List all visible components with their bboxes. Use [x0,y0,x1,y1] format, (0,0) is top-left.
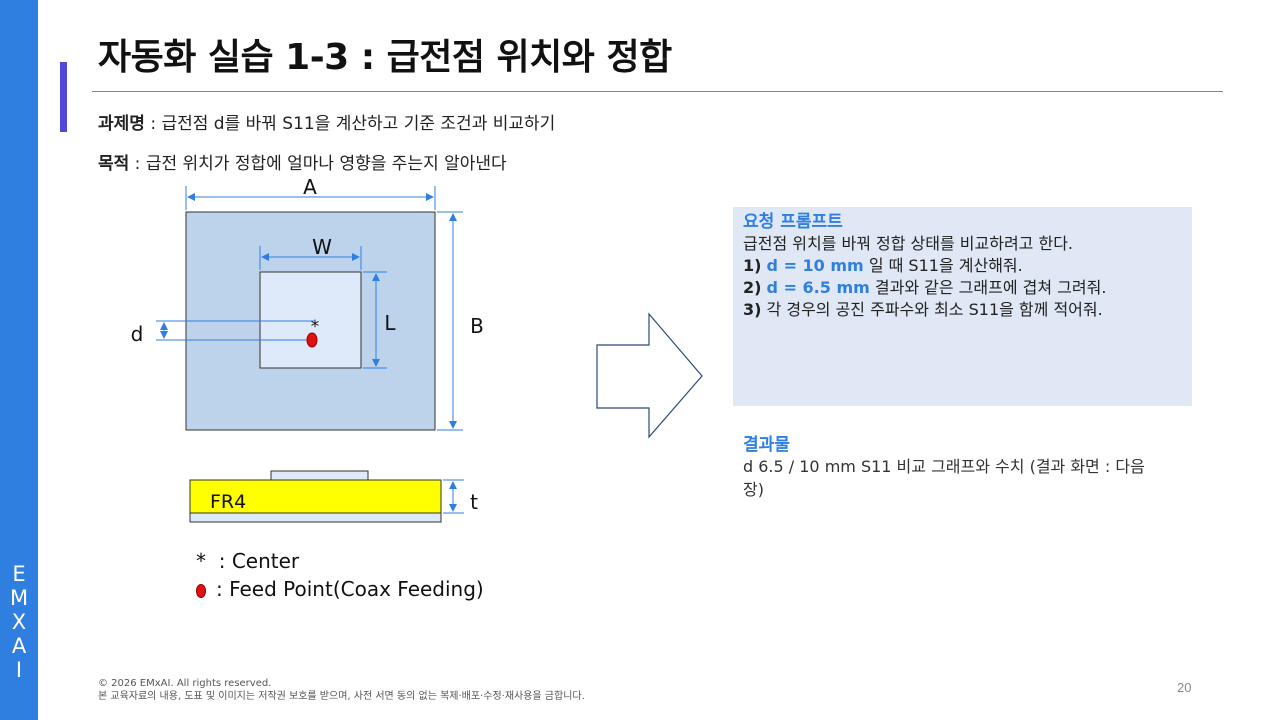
side-logo-letter: E [12,562,26,586]
prompt-item-num: 2) [743,278,762,297]
legend-center-symbol: * [196,549,206,573]
result-heading: 결과물 [743,435,790,455]
footer-copyright: © 2026 EMxAI. All rights reserved. [98,678,272,689]
footer-notice: 본 교육자료의 내용, 도표 및 이미지는 저작권 보호를 받으며, 사전 서면… [98,691,585,702]
legend-feed-text: : Feed Point(Coax Feeding) [216,577,484,601]
goal-label: 목적 [98,154,130,174]
side-logo: E M X A I [0,562,38,682]
fr4-label: FR4 [210,491,246,513]
prompt-item: 1) d = 10 mm 일 때 S11을 계산해줘. [743,255,1182,277]
prompt-item-num: 1) [743,256,762,275]
dim-d-label: d [131,322,144,346]
legend-center-text: : Center [218,549,300,573]
task-text: : 급전점 d를 바꿔 S11을 계산하고 기준 조건과 비교하기 [144,114,556,134]
prompt-item-highlight: d = 6.5 mm [766,278,870,297]
legend-feed-dot [196,583,206,598]
dim-A-label: A [303,175,317,199]
side-logo-letter: M [9,586,29,610]
side-substrate [189,479,442,514]
dim-B-label: B [470,314,484,338]
prompt-item-text: 각 경우의 공진 주파수와 최소 S11을 함께 적어줘. [761,300,1103,319]
dim-W-label: W [312,235,332,259]
prompt-heading: 요청 프롬프트 [743,212,843,232]
prompt-item-text: 결과와 같은 그래프에 겹쳐 그려줘. [869,278,1107,297]
legend-center: * : Center [196,549,299,573]
prompt-item-highlight: d = 10 mm [766,256,864,275]
page-number: 20 [1177,680,1192,695]
flow-arrow [596,312,703,439]
task-line: 과제명 : 급전점 d를 바꿔 S11을 계산하고 기준 조건과 비교하기 [98,109,555,134]
legend-feed: : Feed Point(Coax Feeding) [196,577,484,601]
goal-text: : 급전 위치가 정합에 얼마나 영향을 주는지 알아낸다 [129,154,507,174]
prompt-item: 2) d = 6.5 mm 결과와 같은 그래프에 겹쳐 그려줘. [743,277,1182,299]
prompt-intro: 급전점 위치를 바꿔 정합 상태를 비교하려고 한다. [743,234,1074,253]
side-patch [270,470,369,481]
dim-L-label: L [384,311,396,335]
prompt-box: 요청 프롬프트 급전점 위치를 바꿔 정합 상태를 비교하려고 한다. 1) d… [733,207,1192,406]
ground-plane [185,211,436,431]
side-logo-letter: I [15,658,23,682]
result-body: d 6.5 / 10 mm S11 비교 그래프와 수치 (결과 화면 : 다음… [743,457,1145,499]
footer: © 2026 EMxAI. All rights reserved. 본 교육자… [98,677,585,703]
patch [259,271,362,369]
side-logo-letter: X [11,610,27,634]
prompt-item-text: 일 때 S11을 계산해줘. [863,256,1023,275]
title-divider [92,91,1223,92]
side-logo-letter: A [11,634,27,658]
goal-line: 목적 : 급전 위치가 정합에 얼마나 영향을 주는지 알아낸다 [98,149,507,174]
slide-title: 자동화 실습 1-3 : 급전점 위치와 정합 [98,37,672,78]
prompt-item: 3) 각 경우의 공진 주파수와 최소 S11을 함께 적어줘. [743,299,1182,321]
prompt-item-num: 3) [743,300,762,319]
center-mark: * [311,317,320,337]
title-accent-bar [60,62,67,132]
task-label: 과제명 [98,114,145,134]
left-brand-bar [0,0,38,720]
side-ground [189,512,442,523]
feed-point [306,332,318,348]
dim-t-label: t [470,490,478,514]
